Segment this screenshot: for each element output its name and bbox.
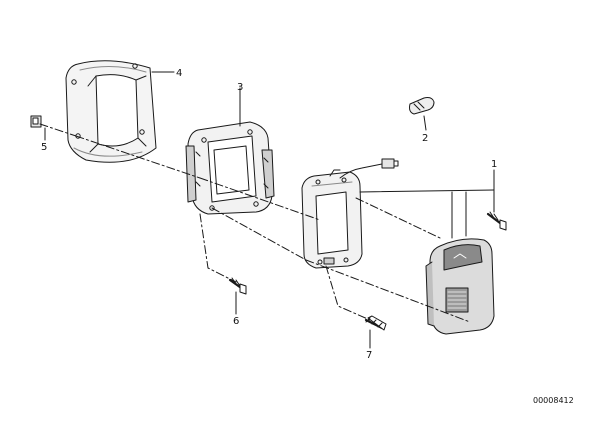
trim-bezel-part — [65, 60, 157, 163]
diagram-part-number: 00008412 — [533, 396, 574, 405]
callout-label-5: 5 — [41, 142, 47, 153]
callout-label-4: 4 — [176, 68, 182, 79]
lamp-holder-part — [301, 158, 399, 269]
callout-label-7: 7 — [366, 350, 372, 361]
leader-lines — [44, 71, 495, 349]
housing-frame-part — [185, 121, 275, 215]
lens-screw — [486, 211, 507, 231]
screw-part-6 — [228, 277, 247, 295]
callout-label-3: 3 — [237, 82, 243, 93]
bulb-part — [409, 97, 435, 115]
callout-label-6: 6 — [233, 316, 239, 327]
assembly-axis-lines — [39, 123, 471, 323]
clip-nut-part — [30, 115, 42, 128]
lens-cover-part — [425, 238, 495, 335]
callout-label-1: 1 — [491, 159, 497, 170]
callout-label-2: 2 — [422, 133, 428, 144]
screw-part-7 — [364, 315, 387, 331]
